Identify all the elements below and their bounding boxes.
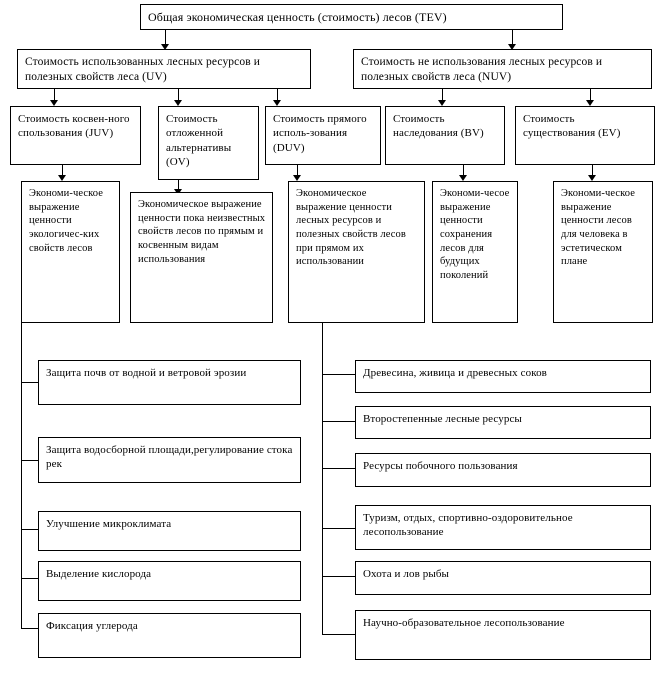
arrowhead-nuv-to-bv <box>438 100 446 106</box>
leaf-direct-4: Туризм, отдых, спортивно-оздоровительное… <box>355 505 651 550</box>
trunk-right-stub-3 <box>322 468 355 469</box>
trunk-right-stub-5 <box>322 576 355 577</box>
trunk-right-stub-4 <box>322 528 355 529</box>
node-desc-direct: Экономическое выражение ценности лесных … <box>288 181 425 323</box>
trunk-right-stub-6 <box>322 634 355 635</box>
leaf-direct-3: Ресурсы побочного пользования <box>355 453 651 487</box>
arrowhead-nuv-to-ev <box>586 100 594 106</box>
node-nuv-label: Стоимость не использования лесных ресурс… <box>361 56 603 83</box>
leaf-direct-2: Второстепенные лесные ресурсы <box>355 406 651 439</box>
arrowhead-uv-to-ov <box>174 100 182 106</box>
trunk-left-stub-3 <box>21 529 38 530</box>
connector-juv-to-desc <box>62 165 63 177</box>
connector-nuv-to-ev <box>590 89 591 102</box>
leaf-direct-1: Древесина, живица и древесных соков <box>355 360 651 393</box>
leaf-direct-2-label: Второстепенные лесные ресурсы <box>363 413 522 425</box>
node-ov-label: Стоимость отложенной альтернативы (OV) <box>166 113 232 168</box>
trunk-left-stub-5 <box>21 628 38 629</box>
node-desc-bequest-label: Экономи-чесое выражение ценности сохране… <box>440 188 510 281</box>
connector-bv-to-desc <box>463 165 464 177</box>
node-tev-root: Общая экономическая ценность (стоимость)… <box>140 4 563 30</box>
node-bv-label: Стоимость наследования (BV) <box>393 113 484 140</box>
leaf-direct-3-label: Ресурсы побочного пользования <box>363 460 518 472</box>
node-ev: Стоимость существования (EV) <box>515 106 655 165</box>
node-uv-label: Стоимость использованных лесных ресурсов… <box>25 56 260 83</box>
connector-uv-to-duv <box>277 89 278 102</box>
leaf-indirect-4-label: Выделение кислорода <box>46 568 152 580</box>
leaf-direct-5-label: Охота и лов рыбы <box>363 568 450 580</box>
node-desc-indirect-label: Экономи-ческое выражение ценности эколог… <box>29 188 104 254</box>
leaf-indirect-3-label: Улучшение микроклимата <box>46 518 172 530</box>
connector-uv-to-juv <box>54 89 55 102</box>
connector-duv-to-desc <box>297 165 298 177</box>
node-desc-bequest: Экономи-чесое выражение ценности сохране… <box>432 181 518 323</box>
connector-ev-to-desc <box>592 165 593 177</box>
node-desc-existence-label: Экономи-ческое выражение ценности лесов … <box>561 188 636 268</box>
trunk-left-stub-4 <box>21 578 38 579</box>
leaf-direct-4-label: Туризм, отдых, спортивно-оздоровительное… <box>363 512 573 539</box>
node-juv: Стоимость косвен-ного спользования (JUV) <box>10 106 141 165</box>
arrowhead-root-to-uv <box>161 44 169 50</box>
node-desc-direct-label: Экономическое выражение ценности лесных … <box>296 188 406 268</box>
trunk-right-vertical <box>322 323 323 634</box>
node-desc-option-label: Экономическое выражение ценности пока не… <box>138 199 266 265</box>
arrowhead-bv-to-desc <box>459 175 467 181</box>
arrowhead-duv-to-desc <box>293 175 301 181</box>
leaf-indirect-1-label: Защита почв от водной и ветровой эрозии <box>46 367 247 379</box>
node-desc-existence: Экономи-ческое выражение ценности лесов … <box>553 181 653 323</box>
node-tev-root-label: Общая экономическая ценность (стоимость)… <box>148 9 447 24</box>
leaf-indirect-2: Защита водосборной площади,регулирование… <box>38 437 301 483</box>
trunk-right-stub-2 <box>322 421 355 422</box>
arrowhead-ev-to-desc <box>588 175 596 181</box>
arrowhead-uv-to-juv <box>50 100 58 106</box>
node-ev-label: Стоимость существования (EV) <box>523 113 621 140</box>
arrowhead-root-to-nuv <box>508 44 516 50</box>
connector-uv-to-ov <box>178 89 179 102</box>
arrowhead-uv-to-duv <box>273 100 281 106</box>
node-bv: Стоимость наследования (BV) <box>385 106 505 165</box>
leaf-indirect-5: Фиксация углерода <box>38 613 301 658</box>
arrowhead-juv-to-desc <box>58 175 66 181</box>
leaf-indirect-5-label: Фиксация углерода <box>46 620 138 632</box>
leaf-direct-5: Охота и лов рыбы <box>355 561 651 595</box>
node-desc-option: Экономическое выражение ценности пока не… <box>130 192 273 323</box>
leaf-indirect-1: Защита почв от водной и ветровой эрозии <box>38 360 301 405</box>
leaf-indirect-4: Выделение кислорода <box>38 561 301 601</box>
leaf-indirect-3: Улучшение микроклимата <box>38 511 301 551</box>
node-nuv: Стоимость не использования лесных ресурс… <box>353 49 652 89</box>
leaf-direct-1-label: Древесина, живица и древесных соков <box>363 367 547 379</box>
node-uv: Стоимость использованных лесных ресурсов… <box>17 49 311 89</box>
leaf-direct-6: Научно-образовательное лесопользование <box>355 610 651 660</box>
trunk-right-stub-1 <box>322 374 355 375</box>
leaf-indirect-2-label: Защита водосборной площади,регулирование… <box>46 444 293 471</box>
node-duv-label: Стоимость прямого исполь-зования (DUV) <box>273 113 367 154</box>
connector-root-to-nuv <box>512 30 513 46</box>
node-ov: Стоимость отложенной альтернативы (OV) <box>158 106 259 180</box>
connector-ov-to-desc <box>178 180 179 191</box>
trunk-left-vertical <box>21 323 22 628</box>
node-juv-label: Стоимость косвен-ного спользования (JUV) <box>18 113 130 140</box>
node-duv: Стоимость прямого исполь-зования (DUV) <box>265 106 381 165</box>
trunk-left-stub-1 <box>21 382 38 383</box>
leaf-direct-6-label: Научно-образовательное лесопользование <box>363 617 565 629</box>
node-desc-indirect: Экономи-ческое выражение ценности эколог… <box>21 181 120 323</box>
connector-nuv-to-bv <box>442 89 443 102</box>
trunk-left-stub-2 <box>21 460 38 461</box>
connector-root-to-uv <box>165 30 166 46</box>
